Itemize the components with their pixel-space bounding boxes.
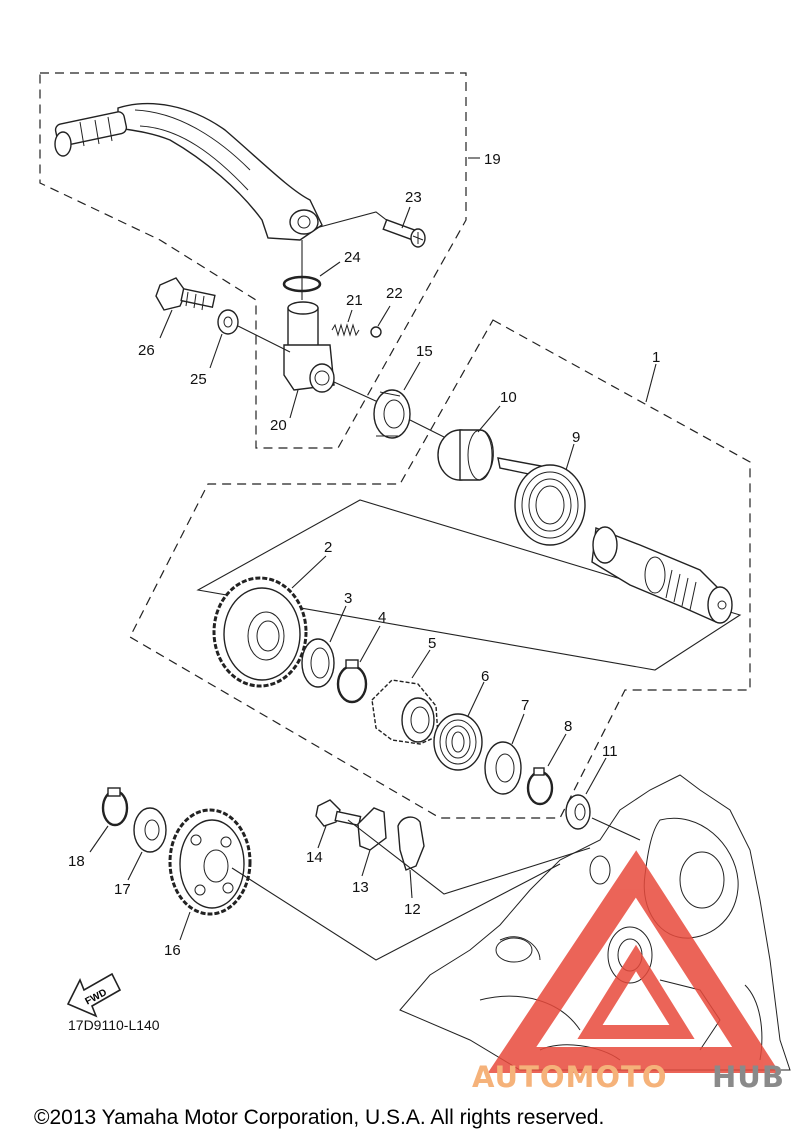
collar-10 [437,429,494,481]
group-19-outline [39,72,467,449]
leader-14 [317,825,327,849]
kick-gear-2 [212,576,308,688]
leader-18 [89,825,109,853]
callout-15: 15 [416,343,433,360]
callout-22: 22 [386,285,403,302]
callout-6: 6 [481,668,489,685]
axis-12-crankcase [347,819,591,895]
leader-13 [361,849,371,877]
callout-8: 8 [564,718,572,735]
spring-21 [331,323,360,337]
leader-12 [409,869,413,899]
callout-23: 23 [405,189,422,206]
axis-26 [237,325,291,353]
callout-10: 10 [500,389,517,406]
callout-17: 17 [114,881,131,898]
callout-4: 4 [378,609,386,626]
bolt-26 [155,277,216,311]
leader-7 [511,713,525,745]
callout-25: 25 [190,371,207,388]
leader-6 [467,681,485,717]
callout-19: 19 [484,151,501,168]
leader-17 [127,851,143,881]
diagram-code: 17D9110-L140 [68,1017,160,1033]
axis-16-crankcase [231,863,561,961]
bolt-14 [315,799,362,827]
leader-25 [209,333,223,369]
copyright-notice: ©2013 Yamaha Motor Corporation, U.S.A. A… [34,1106,604,1129]
leader-23 [401,206,411,229]
watermark-text-hub: HUB [712,1060,785,1094]
automotohub-watermark-logo [487,850,780,1073]
pinch-bolt-23 [382,218,426,248]
callout-3: 3 [344,590,352,607]
leader-16 [179,911,191,941]
callout-5: 5 [428,635,436,652]
leader-11 [585,757,607,795]
callout-1: 1 [652,349,660,366]
circlip-4 [336,664,368,704]
leader-21 [347,309,353,323]
leader-3 [329,605,347,643]
ball-22 [370,326,382,338]
callout-18: 18 [68,853,85,870]
group-1-outline [129,319,751,819]
callout-20: 20 [270,417,287,434]
axis-11 [591,817,641,841]
watermark-text-automoto: AUTOMOTO [472,1060,667,1094]
guide-plate-13 [357,807,387,851]
torsion-spring-9 [497,457,586,546]
leader-22 [377,305,391,327]
callout-9: 9 [572,429,580,446]
kick-shaft-1 [591,526,733,624]
kick-boss-20 [283,301,335,393]
axis-15 [409,419,451,441]
callout-7: 7 [521,697,529,714]
washer-7 [484,741,522,795]
leader-20 [289,389,299,419]
kick-crank-lever [54,102,323,241]
leader-24 [319,261,341,277]
oil-seal-15 [373,389,411,439]
ratchet-5 [371,679,439,745]
idler-gear-16 [168,808,252,916]
washer-25 [217,309,239,335]
leader-10 [477,405,501,433]
axis-20 [333,381,379,403]
callout-26: 26 [138,342,155,359]
leader-5 [411,649,431,679]
callout-11: 11 [602,743,618,760]
washer-11 [565,794,591,830]
callout-24: 24 [344,249,361,266]
callout-14: 14 [306,849,323,866]
spring-6 [433,713,483,771]
leader-26 [159,309,173,339]
leader-4 [359,625,381,663]
leader-9 [565,443,575,471]
gear-subgroup-outline [196,499,742,671]
leader-8 [547,733,567,767]
circlip-8 [526,770,554,806]
callout-12: 12 [404,901,421,918]
callout-13: 13 [352,879,369,896]
leader-2 [291,555,327,589]
fwd-arrow-icon [66,972,122,1018]
leader-1 [645,363,657,403]
leader-15 [403,361,421,391]
callout-2: 2 [324,539,332,556]
callout-16: 16 [164,942,181,959]
washer-17 [133,807,167,853]
callout-21: 21 [346,292,363,309]
